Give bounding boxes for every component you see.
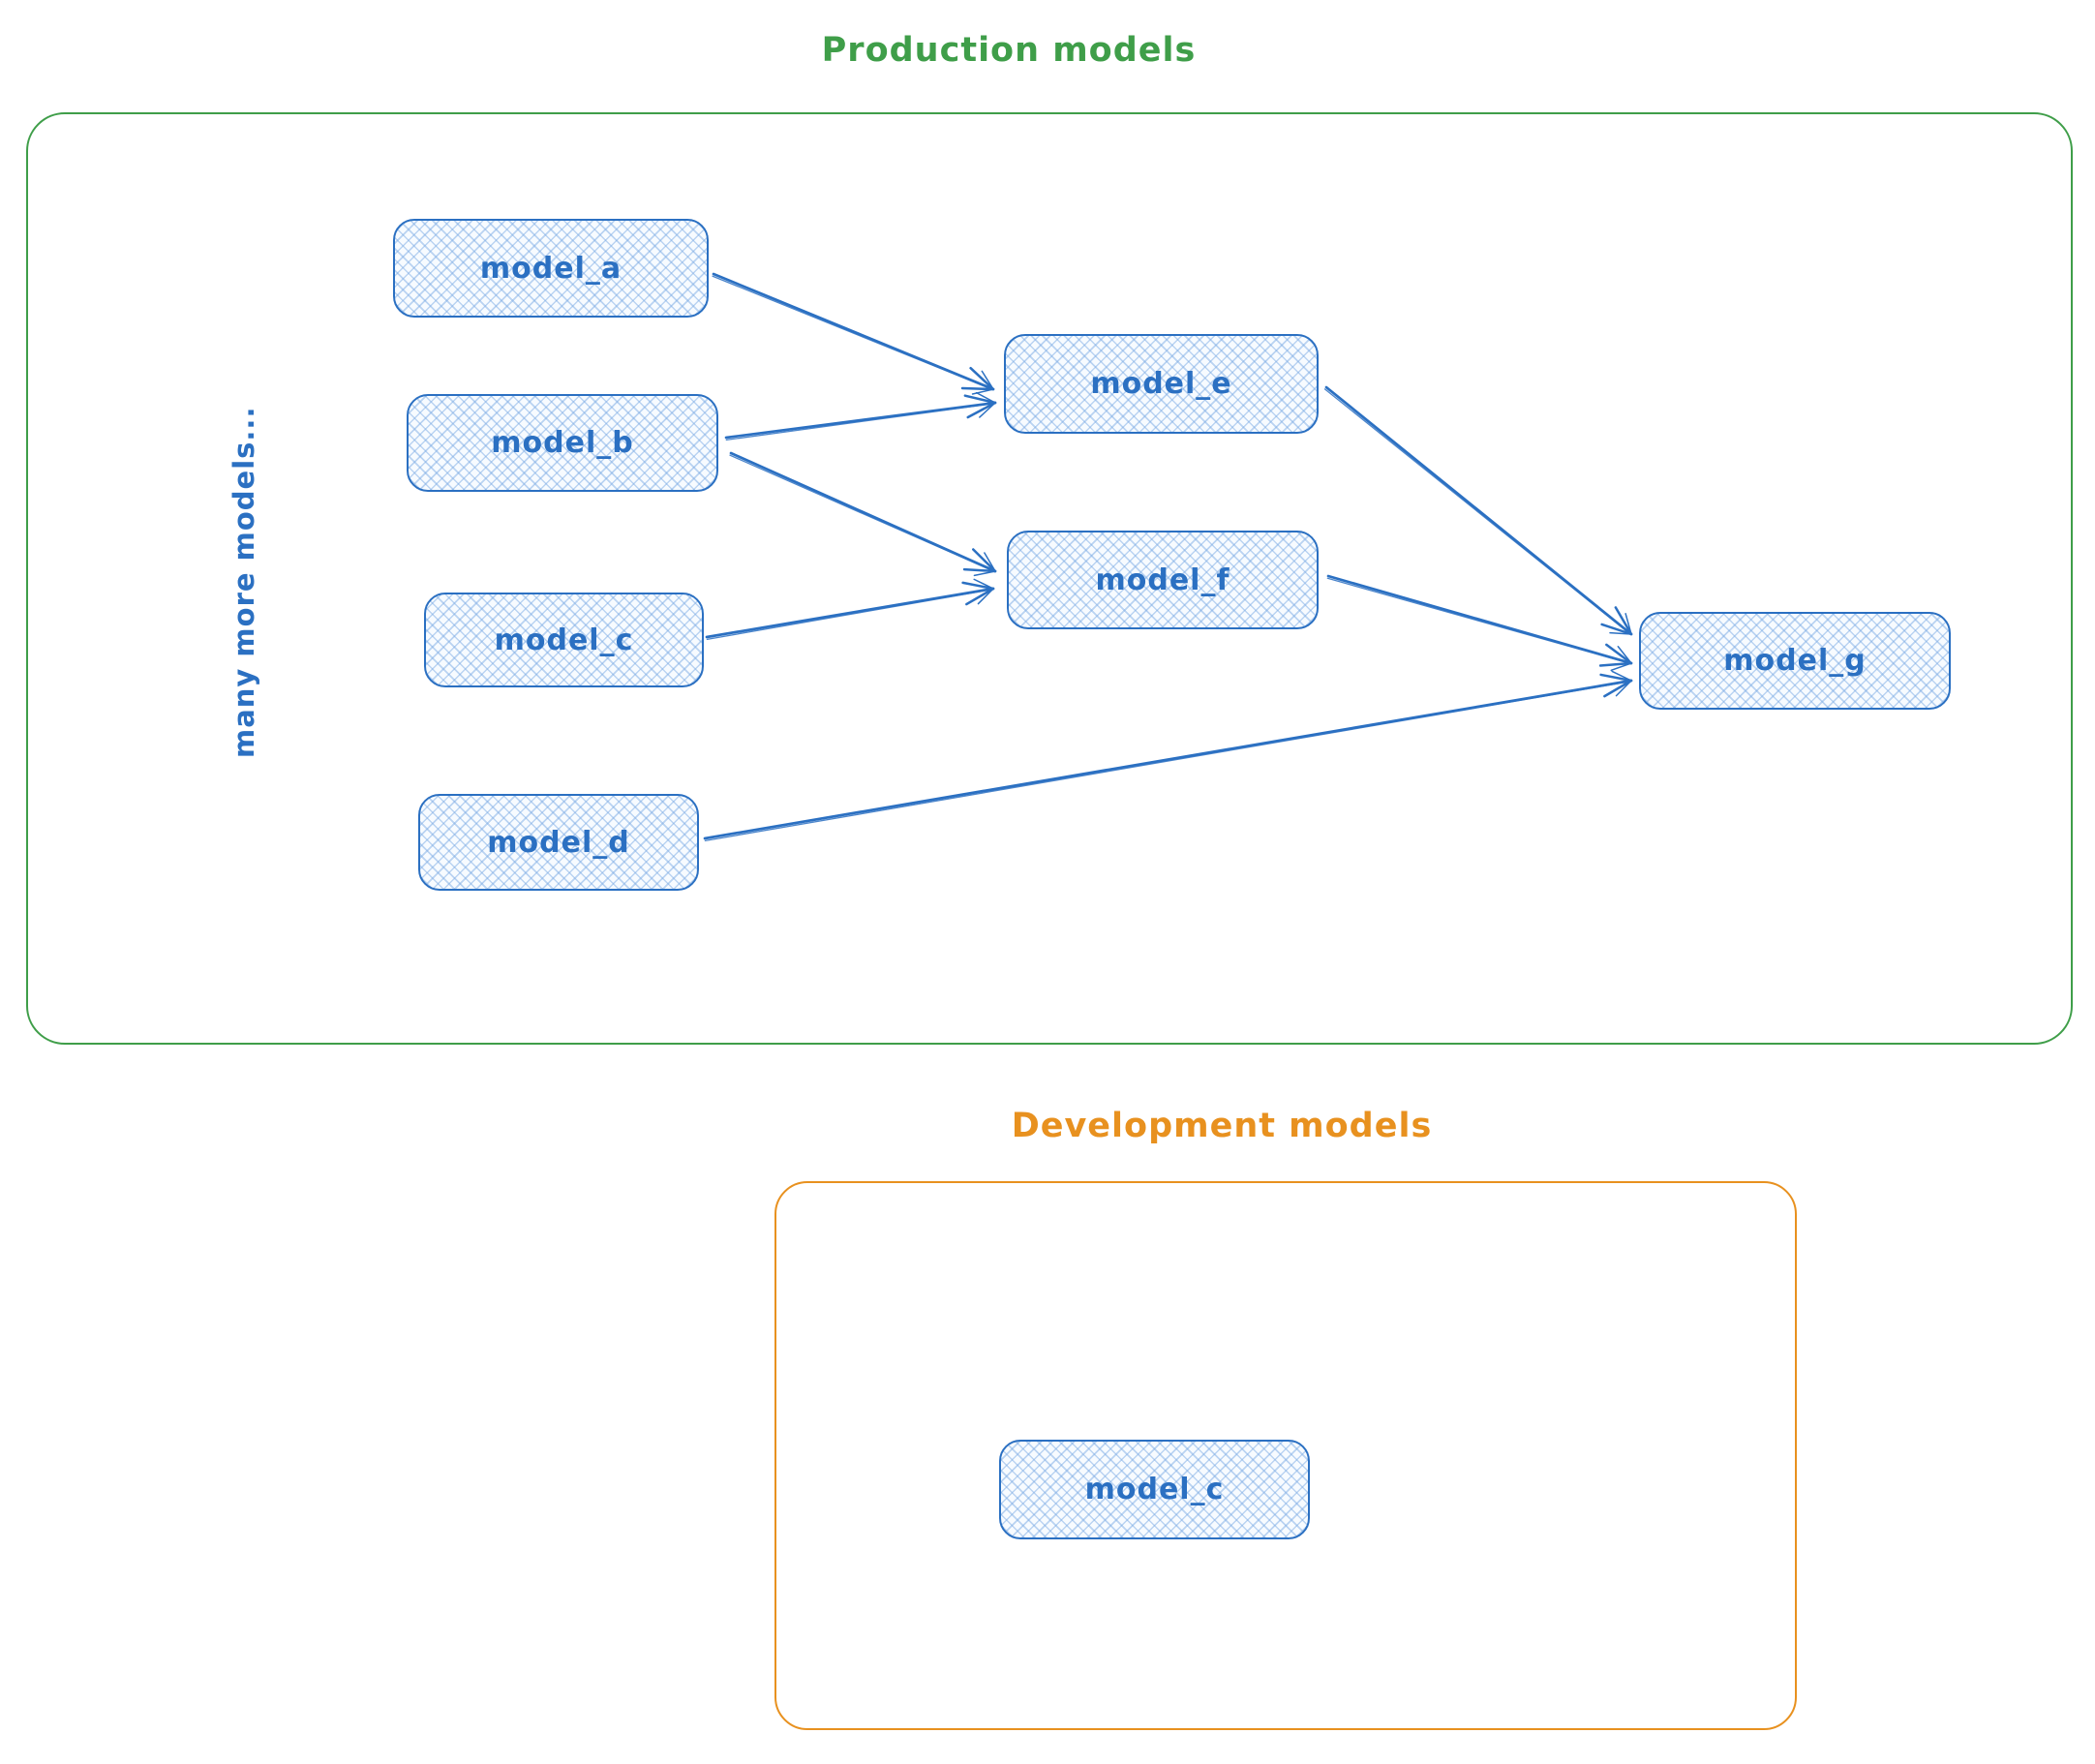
development-frame[interactable]: [774, 1181, 1797, 1730]
production-frame-title[interactable]: Production models: [821, 31, 1197, 70]
node-model-e-label: model_e: [1090, 367, 1232, 401]
node-model-a-label: model_a: [479, 251, 622, 286]
many-more-models-note[interactable]: many more models...: [228, 406, 260, 758]
node-model-b[interactable]: model_b: [407, 394, 718, 492]
production-frame[interactable]: [26, 112, 2073, 1045]
node-model-f-label: model_f: [1095, 563, 1230, 597]
node-model-g-label: model_g: [1723, 644, 1867, 678]
node-model-c[interactable]: model_c: [424, 593, 704, 687]
node-model-a[interactable]: model_a: [393, 219, 709, 318]
node-model-c-dev-label: model_c: [1084, 1473, 1225, 1506]
node-model-g[interactable]: model_g: [1639, 612, 1951, 710]
node-model-d-label: model_d: [487, 825, 630, 860]
node-model-e[interactable]: model_e: [1004, 334, 1319, 434]
node-model-d[interactable]: model_d: [418, 794, 699, 891]
development-frame-title[interactable]: Development models: [1011, 1107, 1433, 1145]
node-model-c-dev[interactable]: model_c: [999, 1440, 1310, 1539]
node-model-b-label: model_b: [491, 426, 634, 460]
node-model-f[interactable]: model_f: [1007, 531, 1319, 629]
node-model-c-label: model_c: [494, 623, 634, 657]
